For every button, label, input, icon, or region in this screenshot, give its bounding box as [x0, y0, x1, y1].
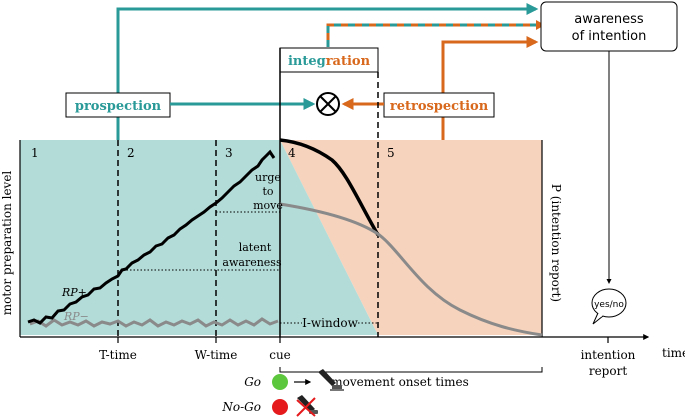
latent-label-1: latent: [239, 241, 272, 254]
nogo-label: No-Go: [221, 400, 261, 414]
awareness-label-line1: awareness: [574, 12, 644, 27]
iwindow-label: I-window: [302, 316, 359, 330]
tick-label-cue: cue: [269, 348, 291, 362]
y-axis-right-label: P (intention report): [549, 184, 563, 302]
phase-5: 5: [387, 146, 395, 160]
phase-3: 3: [225, 146, 233, 160]
orange-top-arrow: [441, 36, 539, 140]
tick-label-wtime: W-time: [195, 348, 238, 362]
integration-label: integration: [288, 54, 371, 69]
hand-press-icon: [318, 369, 344, 391]
go-label: Go: [244, 375, 261, 389]
prospection-label: prospection: [75, 99, 162, 114]
awareness-label-line2: of intention: [572, 29, 647, 44]
prospection-region: [20, 140, 280, 335]
phase-1: 1: [31, 146, 39, 160]
phase-2: 2: [127, 146, 135, 160]
tick-label-ttime: T-time: [99, 348, 137, 362]
nogo-red-dot: [272, 399, 288, 415]
post-cue-black-curve: [279, 138, 380, 236]
rp-minus-label: RP−: [63, 310, 89, 323]
intention-report-label-2: report: [589, 364, 627, 378]
speech-bubble-icon: [591, 288, 627, 325]
retrospection-region: [280, 140, 542, 335]
retrospection-label: retrospection: [390, 99, 489, 114]
x-axis-label: time: [662, 346, 685, 360]
intention-report-label-1: intention: [581, 348, 636, 362]
phase-4: 4: [288, 146, 296, 160]
y-axis-label: motor preparation level: [0, 171, 14, 316]
urge-label-2: to: [262, 185, 273, 198]
overlap-region: [280, 140, 378, 335]
post-cue-grey-curve: [279, 202, 543, 337]
urge-label-1: urge: [255, 171, 281, 184]
movement-onset-label: movement onset times: [331, 375, 468, 389]
rp-plus-label: RP+: [61, 286, 87, 299]
yesno-label: yes/no: [594, 300, 624, 310]
rp-minus-curve: [29, 317, 279, 328]
multiply-circle-icon: [316, 92, 340, 116]
prospection-box: [65, 92, 171, 118]
go-green-dot: [272, 374, 288, 390]
crossed-hand-icon: [296, 395, 318, 417]
rp-plus-curve: [27, 149, 276, 325]
integration-box: [279, 47, 379, 73]
latent-label-2: awareness: [222, 256, 282, 269]
movement-onset-bracket: [279, 367, 543, 373]
urge-label-3: move: [253, 199, 283, 212]
